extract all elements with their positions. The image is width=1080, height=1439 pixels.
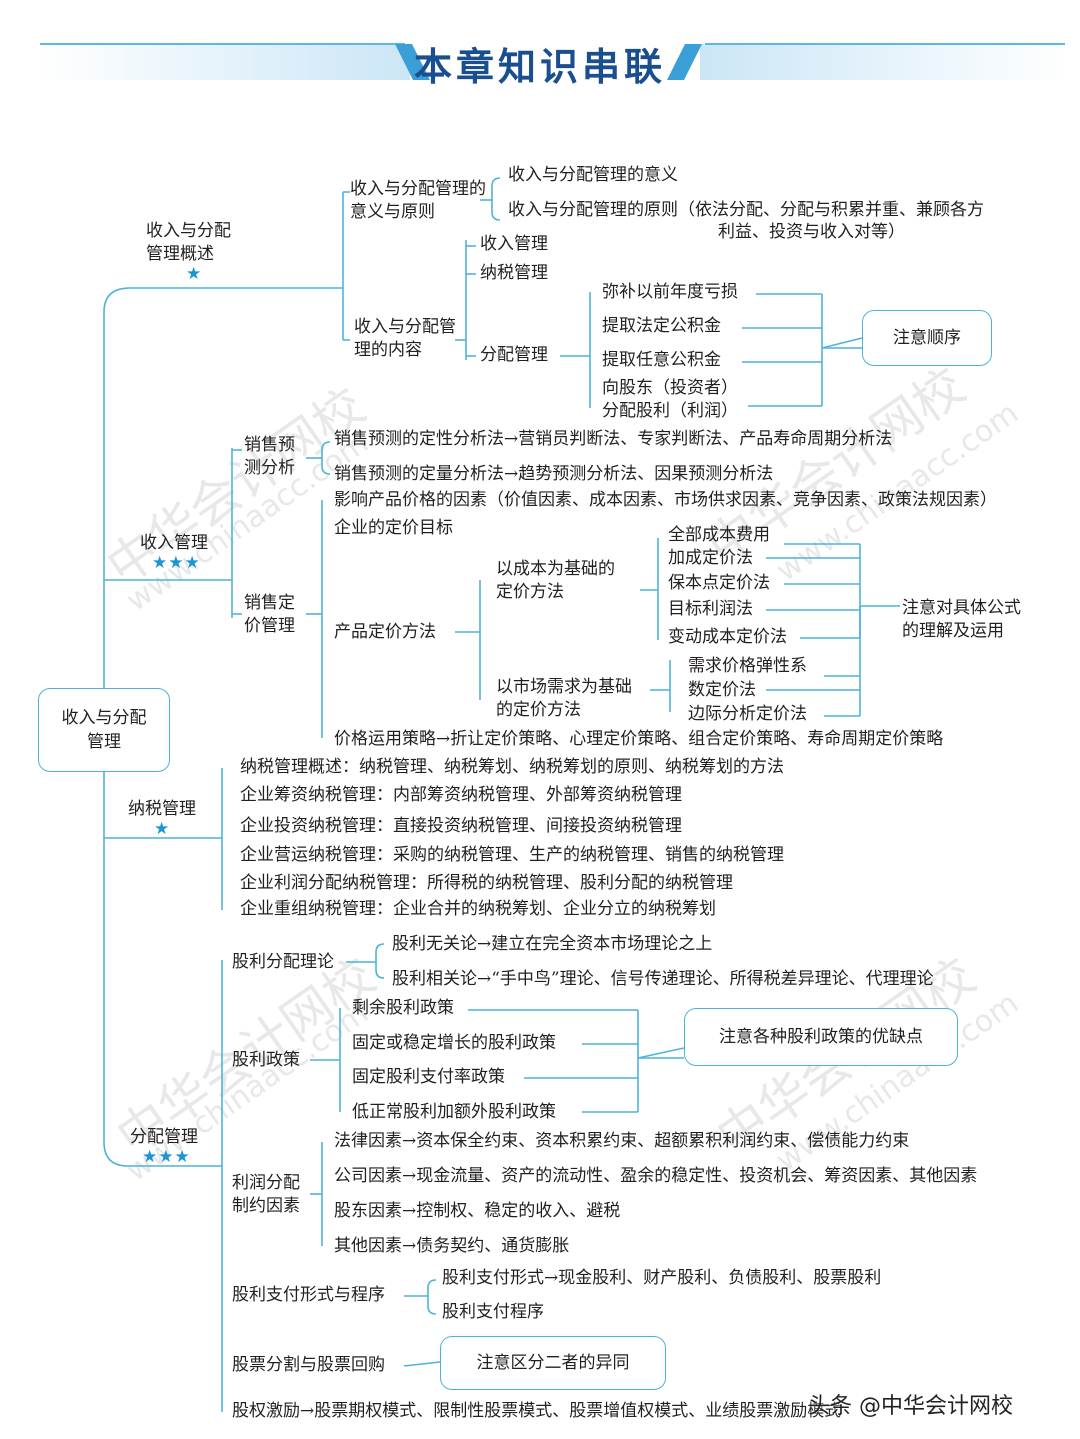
cost-method: 全部成本费用 (668, 525, 770, 545)
note-order: 注意顺序 (862, 310, 992, 366)
factor-label: 利润分配制约因素 (232, 1173, 300, 1216)
step-item: 提取任意公积金 (602, 350, 721, 370)
principle-text-cont: 利益、投资与收入对等） (718, 222, 905, 242)
formula-note: 注意对具体公式的理解及运用 (902, 598, 1021, 641)
cost-based-label: 以成本为基础的定价方法 (496, 559, 615, 602)
tax-item: 纳税管理概述：纳税管理、纳税筹划、纳税筹划的原则、纳税筹划的方法 (240, 757, 784, 777)
cost-method: 加成定价法 (668, 548, 753, 568)
price-factors: 影响产品价格的因素（价值因素、成本因素、市场供求因素、竞争因素、政策法规因素） (334, 490, 997, 510)
tax-item: 企业投资纳税管理：直接投资纳税管理、间接投资纳税管理 (240, 816, 682, 836)
branch2-stars: ★★★ (152, 553, 201, 573)
market-based-label: 以市场需求为基础的定价方法 (496, 677, 632, 720)
income-mgmt-text: 收入管理 (480, 234, 548, 254)
forecast-item: 销售预测的定量分析法→趋势预测分析法、因果预测分析法 (334, 464, 774, 484)
step-item: 弥补以前年度亏损 (602, 282, 738, 302)
branch4-stars: ★★★ (142, 1147, 191, 1167)
split-label: 股票分割与股票回购 (232, 1355, 385, 1375)
factor-item: 股东因素→控制权、稳定的收入、避税 (334, 1201, 621, 1221)
branch4-label: 分配管理 (130, 1127, 198, 1147)
root-node: 收入与分配管理 (38, 688, 170, 772)
theory-item: 股利相关论→“手中鸟”理论、信号传递理论、所得税差异理论、代理理论 (392, 969, 934, 989)
branch1-label: 收入与分配管理概述 (146, 221, 231, 264)
policy-item: 固定或稳定增长的股利政策 (352, 1033, 556, 1053)
forecast-label: 销售预测分析 (244, 435, 295, 478)
dist-mgmt-text: 分配管理 (480, 345, 548, 365)
policy-label: 股利政策 (232, 1050, 300, 1070)
split-note: 注意区分二者的异同 (440, 1336, 666, 1390)
forecast-item: 销售预测的定性分析法→营销员判断法、专家判断法、产品寿命周期分析法 (334, 429, 893, 449)
policy-note-text: 注意各种股利政策的优缺点 (719, 1027, 923, 1047)
root-label: 收入与分配管理 (61, 708, 147, 752)
factor-item: 法律因素→资本保全约束、资本积累约束、超额累积利润约束、偿债能力约束 (334, 1131, 910, 1151)
policy-item: 固定股利支付率政策 (352, 1067, 505, 1087)
cost-method: 目标利润法 (668, 599, 753, 619)
step-item: 分配股利（利润） (602, 401, 738, 421)
cost-method: 变动成本定价法 (668, 627, 787, 647)
tax-item: 企业重组纳税管理：企业合并的纳税筹划、企业分立的纳税筹划 (240, 899, 716, 919)
branch3-stars: ★ (154, 819, 171, 839)
payment-item: 股利支付程序 (442, 1302, 544, 1322)
payment-label: 股利支付形式与程序 (232, 1285, 385, 1305)
step-item: 提取法定公积金 (602, 316, 721, 336)
market-method: 边际分析定价法 (688, 704, 807, 724)
tax-item: 企业筹资纳税管理：内部筹资纳税管理、外部筹资纳税管理 (240, 785, 682, 805)
principle-text: 收入与分配管理的原则（依法分配、分配与积累并重、兼顾各方 (508, 200, 984, 220)
page-title: 本章知识串联 (413, 45, 666, 89)
theory-item: 股利无关论→建立在完全资本市场理论之上 (392, 934, 713, 954)
theory-label: 股利分配理论 (232, 952, 334, 972)
step-item: 向股东（投资者） (602, 378, 738, 398)
meaning-principle-label: 收入与分配管理的意义与原则 (350, 179, 486, 222)
branch3-label: 纳税管理 (128, 799, 196, 819)
cost-method: 保本点定价法 (668, 573, 770, 593)
content-label: 收入与分配管理的内容 (354, 317, 456, 360)
market-method: 需求价格弹性系 (688, 656, 807, 676)
tax-item: 企业营运纳税管理：采购的纳税管理、生产的纳税管理、销售的纳税管理 (240, 845, 784, 865)
factor-item: 其他因素→债务契约、通货膨胀 (334, 1236, 570, 1256)
method-label: 产品定价方法 (334, 622, 436, 642)
factor-item: 公司因素→现金流量、资产的流动性、盈余的稳定性、投资机会、筹资因素、其他因素 (334, 1166, 978, 1186)
payment-item: 股利支付形式→现金股利、财产股利、负债股利、股票股利 (442, 1268, 882, 1288)
meaning-text: 收入与分配管理的意义 (508, 165, 678, 185)
footer-credit: 头条 @中华会计网校 (808, 1394, 1013, 1419)
branch1-stars: ★ (186, 264, 203, 284)
market-method: 数定价法 (688, 680, 756, 700)
note-order-text: 注意顺序 (893, 328, 961, 348)
policy-item: 剩余股利政策 (352, 998, 454, 1018)
incentive-item: 股权激励→股票期权模式、限制性股票模式、股票增值权模式、业绩股票激励模式 (232, 1401, 842, 1421)
pricing-strategy: 价格运用策略→折让定价策略、心理定价策略、组合定价策略、寿命周期定价策略 (334, 729, 944, 749)
policy-item: 低正常股利加额外股利政策 (352, 1102, 556, 1122)
branch2-label: 收入管理 (140, 533, 208, 553)
pricing-goal: 企业的定价目标 (334, 518, 453, 538)
pricing-label: 销售定价管理 (244, 593, 295, 636)
policy-note: 注意各种股利政策的优缺点 (684, 1008, 958, 1066)
tax-mgmt-text: 纳税管理 (480, 263, 548, 283)
tax-item: 企业利润分配纳税管理：所得税的纳税管理、股利分配的纳税管理 (240, 873, 733, 893)
header-banner (0, 30, 1080, 100)
split-note-text: 注意区分二者的异同 (476, 1353, 630, 1373)
